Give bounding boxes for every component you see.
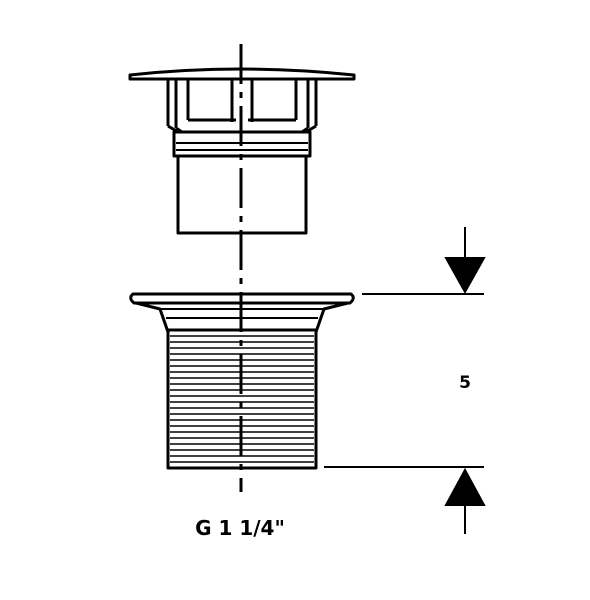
cap-right-ribs <box>248 80 318 134</box>
cap-dome <box>128 67 356 81</box>
dimension-value: 5 <box>459 373 471 393</box>
arrow-up-icon <box>444 467 486 506</box>
dimension-annotation <box>324 227 486 534</box>
flange <box>129 292 355 305</box>
plug-cap-assembly <box>128 67 356 235</box>
arrow-down-icon <box>444 257 486 295</box>
thread-size-label: G 1 1/4" <box>195 516 285 540</box>
cap-left-ribs <box>166 80 236 134</box>
